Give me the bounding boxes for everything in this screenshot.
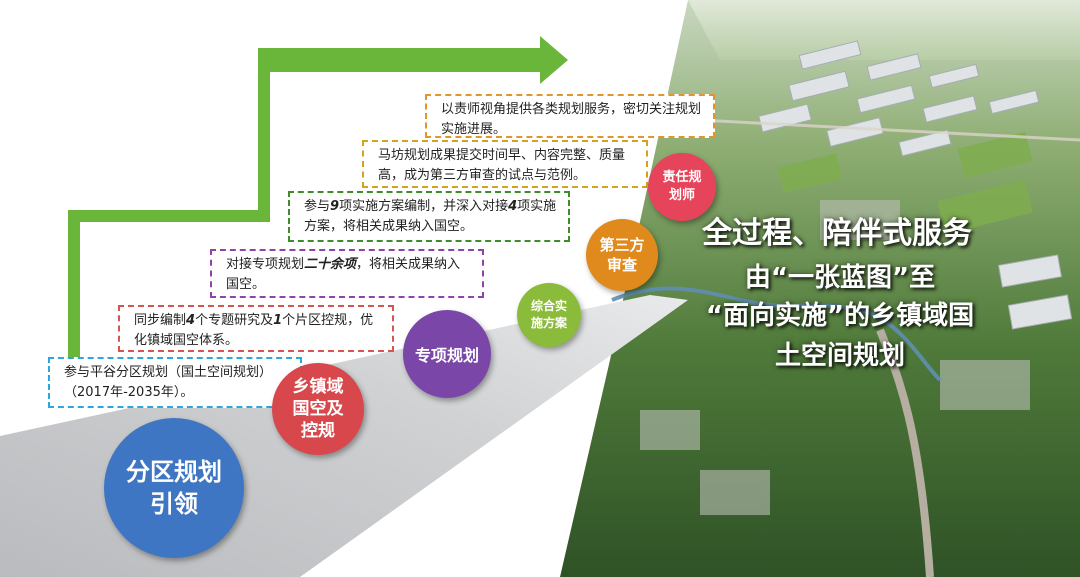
- note-township-plan-text: 同步编制: [134, 313, 187, 328]
- headline-line-2: 由“一张蓝图”至: [744, 263, 936, 293]
- note-responsible-planner: 以责师视角提供各类规划服务，密切关注规划实施进展。: [425, 94, 715, 138]
- note-third-party-review-text: 马坊规划成果提交时间早、内容完整、质量高，成为第三方审查的试点与范例。: [378, 148, 626, 183]
- note-implementation-plan-text-mid: 项实施方案编制，并深入对接: [339, 199, 509, 214]
- note-implementation-plan-count-1: 9: [330, 199, 340, 214]
- growth-arrow: [68, 36, 568, 370]
- note-implementation-plan-count-2: 4: [508, 199, 518, 214]
- note-township-plan-text-mid: 个专题研究及: [195, 313, 274, 328]
- stage-township-plan: 乡镇域 国空及 控规: [272, 363, 364, 455]
- note-special-plan-text-end: ，将相关成果纳入国空。: [226, 257, 461, 292]
- note-township-plan: 同步编制4个专题研究及1个片区控规，优化镇域国空体系。: [118, 305, 394, 352]
- note-third-party-review: 马坊规划成果提交时间早、内容完整、质量高，成为第三方审查的试点与范例。: [362, 140, 648, 188]
- aerial-photo: [560, 0, 1080, 577]
- stage-implementation-plan: 综合实 施方案: [517, 283, 581, 347]
- headline-title: 全过程、陪伴式服务: [702, 216, 972, 251]
- note-implementation-plan-text-end: 项实施方案，将相关成果纳入国空。: [304, 199, 557, 234]
- note-implementation-plan: 参与9项实施方案编制，并深入对接4项实施方案，将相关成果纳入国空。: [288, 191, 570, 242]
- note-district-plan: 参与平谷分区规划（国土空间规划）（2017年-2035年）。: [48, 357, 302, 408]
- note-special-plan: 对接专项规划二十余项，将相关成果纳入国空。: [210, 249, 484, 298]
- headline-line-3: “面向实施”的乡镇域国: [705, 301, 975, 331]
- note-township-plan-count-areas: 1: [273, 313, 283, 328]
- note-responsible-planner-text: 以责师视角提供各类规划服务，密切关注规划实施进展。: [441, 102, 702, 137]
- stage-district-plan: 分区规划 引领: [104, 418, 244, 558]
- stage-third-party-review: 第三方 审查: [586, 219, 658, 291]
- headline-line-4: 土空间规划: [774, 341, 905, 371]
- stage-responsible-planner: 责任规 划师: [648, 153, 716, 221]
- note-township-plan-count-studies: 4: [186, 313, 196, 328]
- note-special-plan-text: 对接专项规划: [226, 257, 305, 272]
- note-district-plan-text: 参与平谷分区规划（国土空间规划）（2017年-2035年）。: [64, 365, 273, 400]
- note-township-plan-text-end: 个片区控规，优化镇域国空体系。: [134, 313, 374, 348]
- stage-special-plan: 专项规划: [403, 310, 491, 398]
- note-special-plan-count: 二十余项: [304, 257, 357, 272]
- note-implementation-plan-text: 参与: [304, 199, 331, 214]
